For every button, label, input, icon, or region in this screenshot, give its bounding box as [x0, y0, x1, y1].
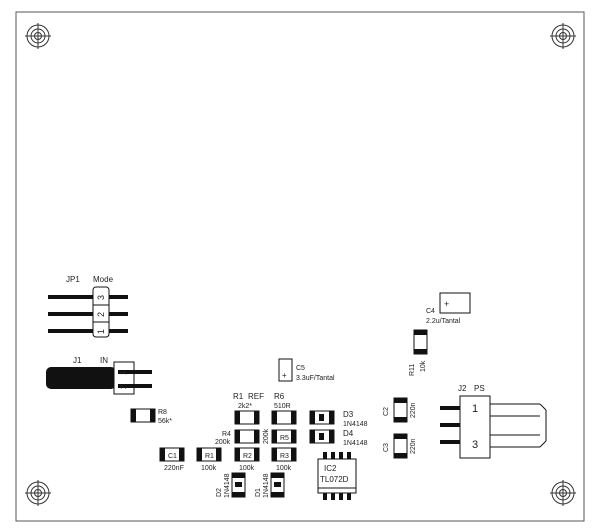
c3-value: 220n	[410, 438, 417, 454]
c4-label: C4	[426, 308, 435, 315]
j1-in-label: IN	[100, 356, 108, 365]
d2-label: D2	[216, 488, 223, 497]
r1-resistor: R1 100k	[196, 447, 222, 472]
d1-diode: D1 1N4148	[255, 472, 285, 498]
jp1-pin3: 3	[96, 295, 106, 300]
ref-value: 2k2*	[238, 403, 252, 410]
c5-plus: +	[282, 371, 287, 380]
r6-label: R6	[274, 392, 285, 401]
d3-value: 1N4148	[343, 421, 368, 428]
d1-value: 1N4148	[263, 473, 270, 498]
r8-label: R8	[158, 409, 167, 416]
r1-label: R1	[205, 453, 214, 460]
r8-value: 56k*	[158, 418, 172, 425]
jp1-label: JP1	[66, 275, 80, 284]
d2-diode: D2 1N4148	[216, 472, 246, 498]
c4-capacitor: + C4 2.2u/Tantal	[426, 292, 471, 325]
j1-connector: J1 IN 1 2	[46, 356, 152, 395]
ref-r1-label: R1	[233, 392, 244, 401]
r11-label: R11	[409, 364, 416, 376]
c3-capacitor: C3 220n	[383, 433, 417, 459]
j1-pin2: 2	[119, 384, 128, 389]
r4-resistor: R4 200k	[215, 429, 260, 446]
d4-diode: D4 1N4148	[309, 429, 368, 447]
ic2-value: TL072D	[320, 475, 349, 484]
jp1-mode-label: Mode	[93, 275, 114, 284]
r3-value: 100k	[276, 465, 292, 472]
mounting-hole-bottom-left	[25, 480, 51, 506]
r5-resistor: 200k R5	[263, 428, 297, 444]
ref-resistor: R1 REF 2k2*	[233, 392, 264, 425]
j2-pin1: 1	[472, 403, 478, 415]
board-outline	[15, 11, 585, 522]
r11-value: 10k	[420, 360, 427, 372]
d4-value: 1N4148	[343, 440, 368, 447]
j2-pin3: 3	[472, 439, 478, 451]
mounting-hole-bottom-right	[550, 480, 576, 506]
c4-plus: +	[444, 299, 449, 309]
c1-label: C1	[168, 453, 177, 460]
d3-label: D3	[343, 410, 354, 419]
j2-ps-label: PS	[474, 384, 485, 393]
ic2-label: IC2	[324, 464, 337, 473]
mounting-hole-top-right	[550, 23, 576, 49]
r3-label: R3	[280, 453, 289, 460]
r2-resistor: R2 100k	[234, 447, 260, 472]
j1-label: J1	[73, 356, 82, 365]
c5-capacitor: + C5 3.3uF/Tantal	[278, 358, 335, 382]
c2-value: 220n	[410, 402, 417, 418]
jp1-pin2: 2	[96, 312, 106, 317]
r11-resistor: R11 10k	[409, 329, 428, 376]
d3-diode: D3 1N4148	[309, 410, 368, 428]
d1-label: D1	[255, 488, 262, 497]
r5-value: 200k	[263, 428, 270, 444]
c2-label: C2	[383, 407, 390, 416]
r6-value: 510R	[274, 403, 291, 410]
c5-label: C5	[296, 365, 305, 372]
r2-value: 100k	[239, 465, 255, 472]
j2-label: J2	[458, 384, 467, 393]
c5-value: 3.3uF/Tantal	[296, 375, 335, 382]
d4-label: D4	[343, 429, 354, 438]
r5-label: R5	[280, 435, 289, 442]
c1-capacitor: C1 220nF	[159, 447, 185, 472]
r4-label: R4	[222, 431, 231, 438]
ic2-chip: IC2 TL072D	[317, 452, 357, 500]
r3-resistor: R3 100k	[271, 447, 297, 472]
c1-value: 220nF	[164, 465, 184, 472]
c2-capacitor: C2 220n	[383, 397, 417, 423]
j2-connector: J2 PS 1 3	[440, 384, 547, 459]
j1-pin1: 1	[119, 370, 128, 375]
r4-value: 200k	[215, 439, 231, 446]
r1-value: 100k	[201, 465, 217, 472]
r6-resistor: R6 510R	[271, 392, 297, 425]
ref-label: REF	[248, 392, 264, 401]
mounting-hole-top-left	[25, 23, 51, 49]
c4-value: 2.2u/Tantal	[426, 318, 461, 325]
c3-label: C3	[383, 443, 390, 452]
r2-label: R2	[243, 453, 252, 460]
jp1-pin1: 1	[96, 329, 106, 334]
d2-value: 1N4148	[224, 473, 231, 498]
jp1-header: JP1 Mode 3 2 1	[48, 275, 128, 338]
r8-resistor: R8 56k*	[130, 408, 172, 425]
